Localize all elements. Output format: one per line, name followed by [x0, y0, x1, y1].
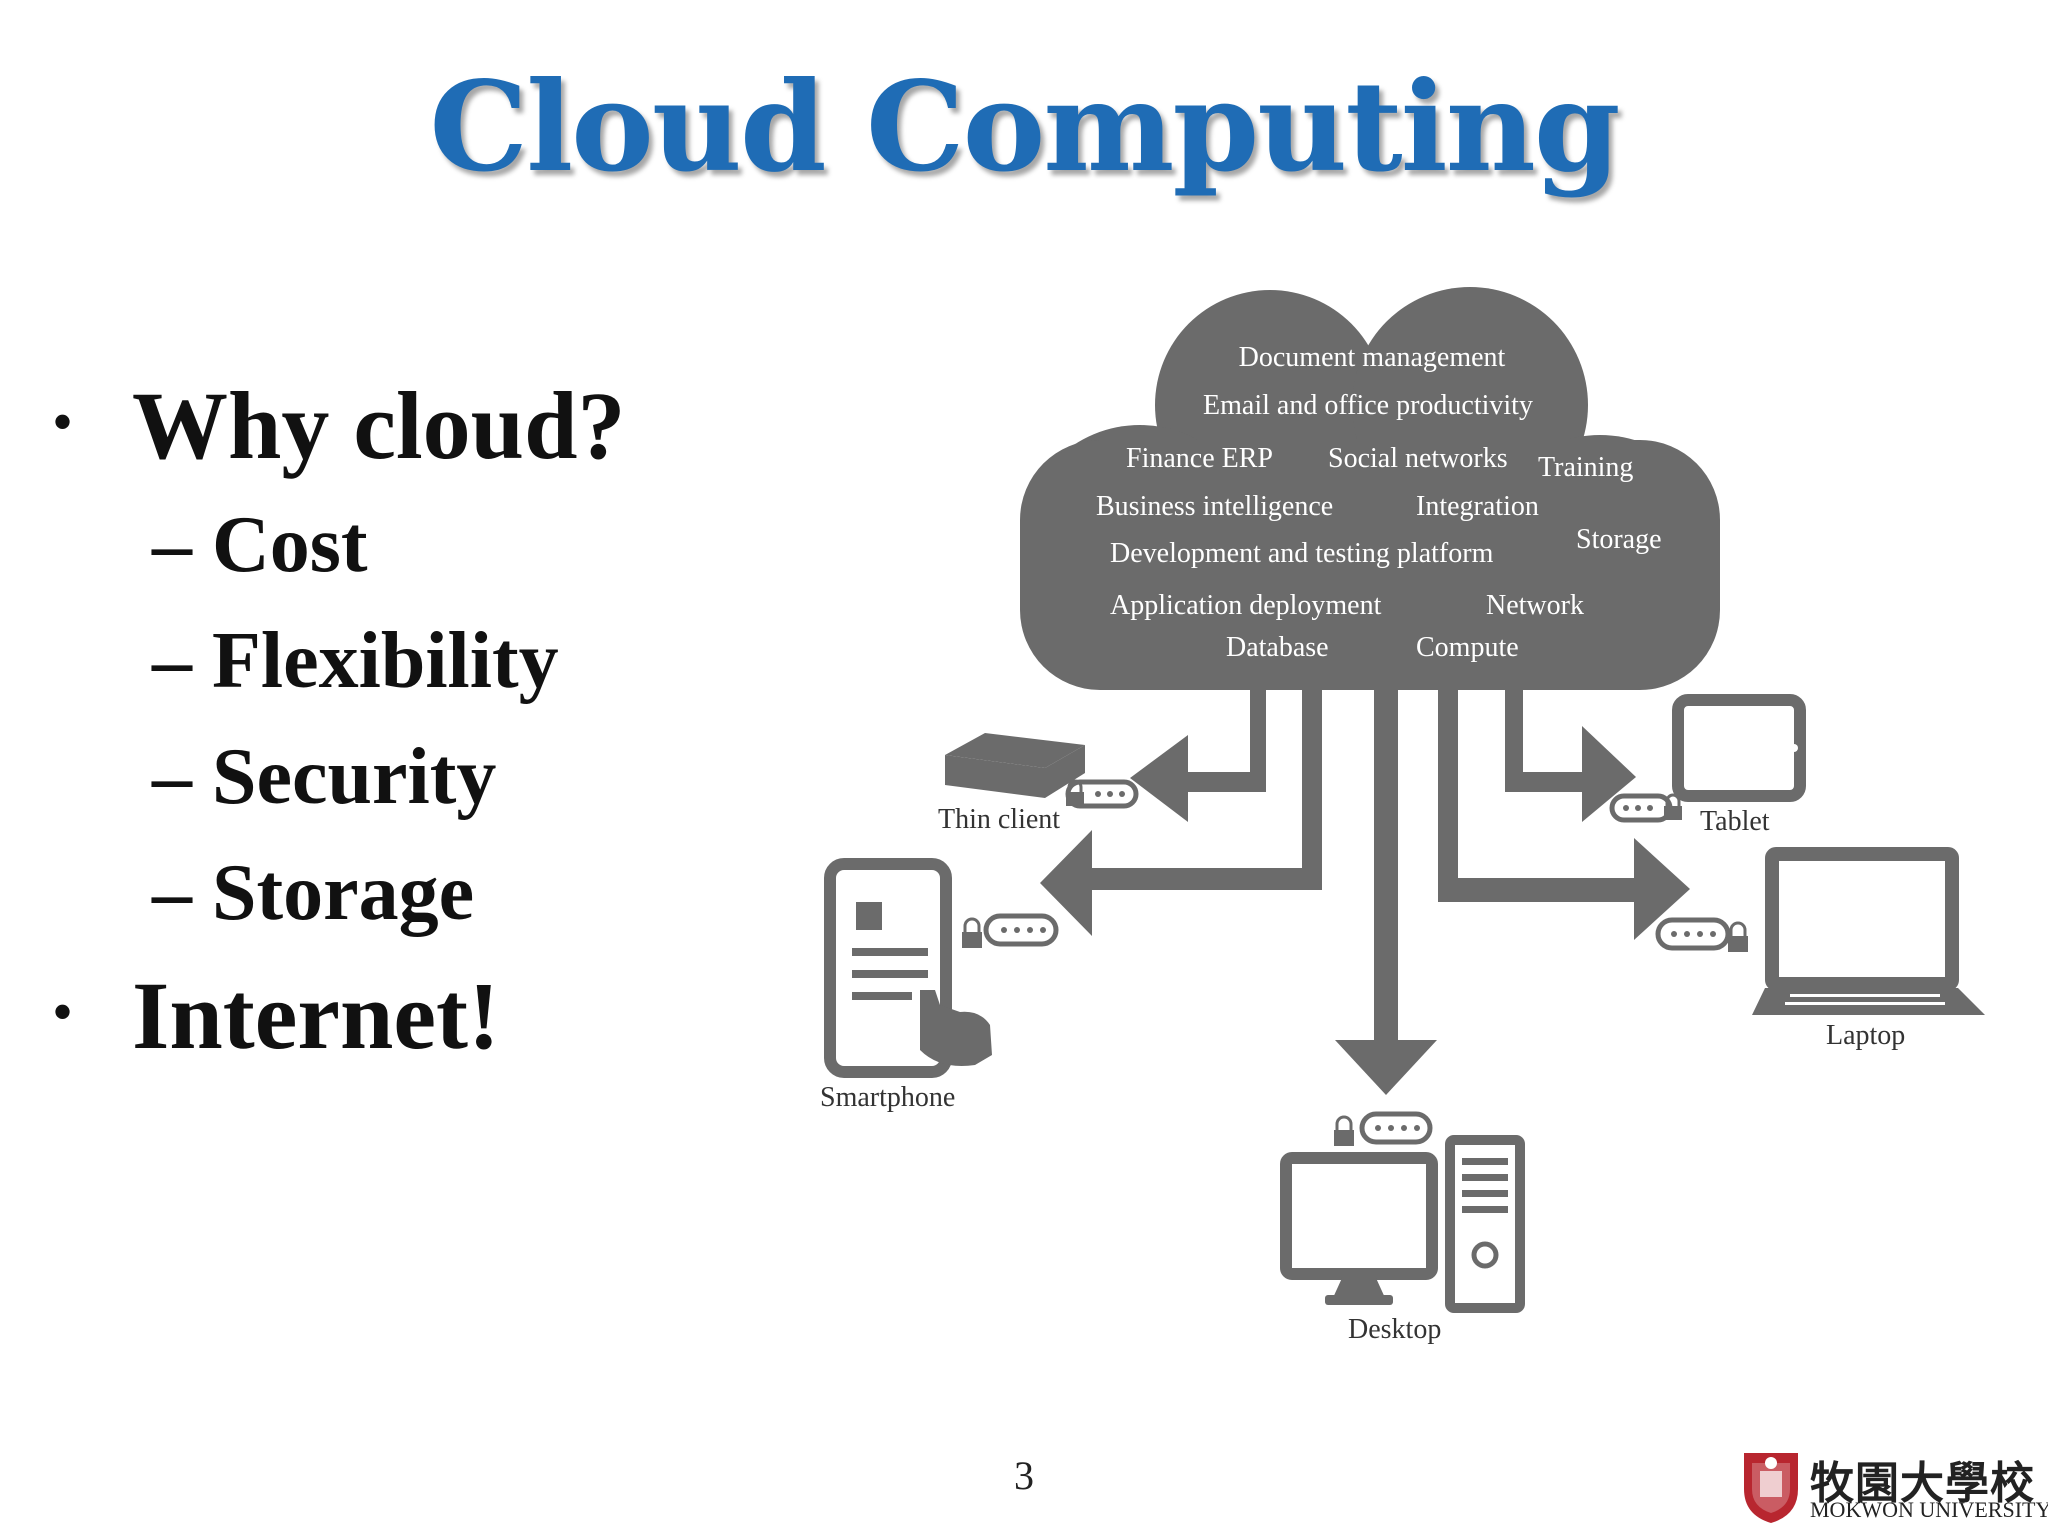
tablet-icon: [1672, 694, 1806, 802]
cloud-label: Training: [1538, 452, 1633, 483]
arrow-tablet: [1505, 690, 1636, 822]
cloud-label: Database: [1226, 632, 1329, 663]
lock-icon-smartphone: [962, 913, 1059, 948]
device-label-smartphone: Smartphone: [820, 1082, 955, 1113]
sub-bullet-cost: – Cost: [152, 501, 368, 589]
university-emblem-icon: [1744, 1453, 1798, 1523]
slide-title: Cloud Computing: [429, 55, 1620, 200]
page-number: 3: [1014, 1453, 1034, 1498]
device-label-tablet: Tablet: [1700, 806, 1770, 837]
sub-bullet-storage: – Storage: [152, 849, 475, 937]
cloud-label: Business intelligence: [1096, 491, 1333, 522]
device-label-laptop: Laptop: [1826, 1020, 1905, 1051]
bullet-internet: Internet!: [132, 962, 500, 1069]
cloud-label: Network: [1486, 590, 1584, 621]
cloud-label: Social networks: [1328, 443, 1508, 474]
bullet-why-cloud: Why cloud?: [132, 372, 626, 479]
desktop-icon: [1280, 1135, 1525, 1313]
cloud-label: Compute: [1416, 632, 1519, 663]
arrow-thin-client: [1130, 690, 1266, 822]
logo-name-cn: 牧園大學校: [1810, 1458, 2035, 1509]
arrow-desktop: [1335, 690, 1437, 1095]
sub-bullet-security: – Security: [152, 733, 497, 821]
cloud-label: Integration: [1416, 491, 1539, 522]
thin-client-icon: [945, 733, 1085, 798]
lock-icon-desktop: [1334, 1111, 1433, 1146]
laptop-icon: [1752, 847, 1985, 1015]
lock-icon-tablet: [1609, 793, 1682, 823]
bullet-dot: •: [52, 979, 74, 1045]
lock-icon-laptop: [1655, 917, 1748, 952]
sub-bullet-flexibility: – Flexibility: [152, 617, 559, 705]
logo-name-en: MOKWON UNIVERSITY: [1810, 1497, 2048, 1522]
cloud-shape: [1020, 287, 1720, 690]
arrow-laptop: [1438, 690, 1690, 940]
cloud-label: Application deployment: [1110, 590, 1382, 621]
device-label-desktop: Desktop: [1348, 1314, 1441, 1345]
device-label-thin-client: Thin client: [938, 804, 1060, 835]
smartphone-icon: [824, 858, 992, 1078]
cloud-label: Email and office productivity: [1203, 390, 1533, 421]
bullet-dot: •: [52, 389, 74, 455]
cloud-label: Development and testing platform: [1110, 538, 1494, 569]
lock-icon-thin-client: [1065, 779, 1139, 809]
university-logo: 牧園大學校 MOKWON UNIVERSITY: [1738, 1445, 2048, 1525]
cloud-label: Finance ERP: [1126, 443, 1273, 474]
cloud-label: Storage: [1576, 524, 1662, 555]
cloud-label: Document management: [1239, 342, 1506, 373]
arrow-smartphone: [1040, 690, 1322, 936]
